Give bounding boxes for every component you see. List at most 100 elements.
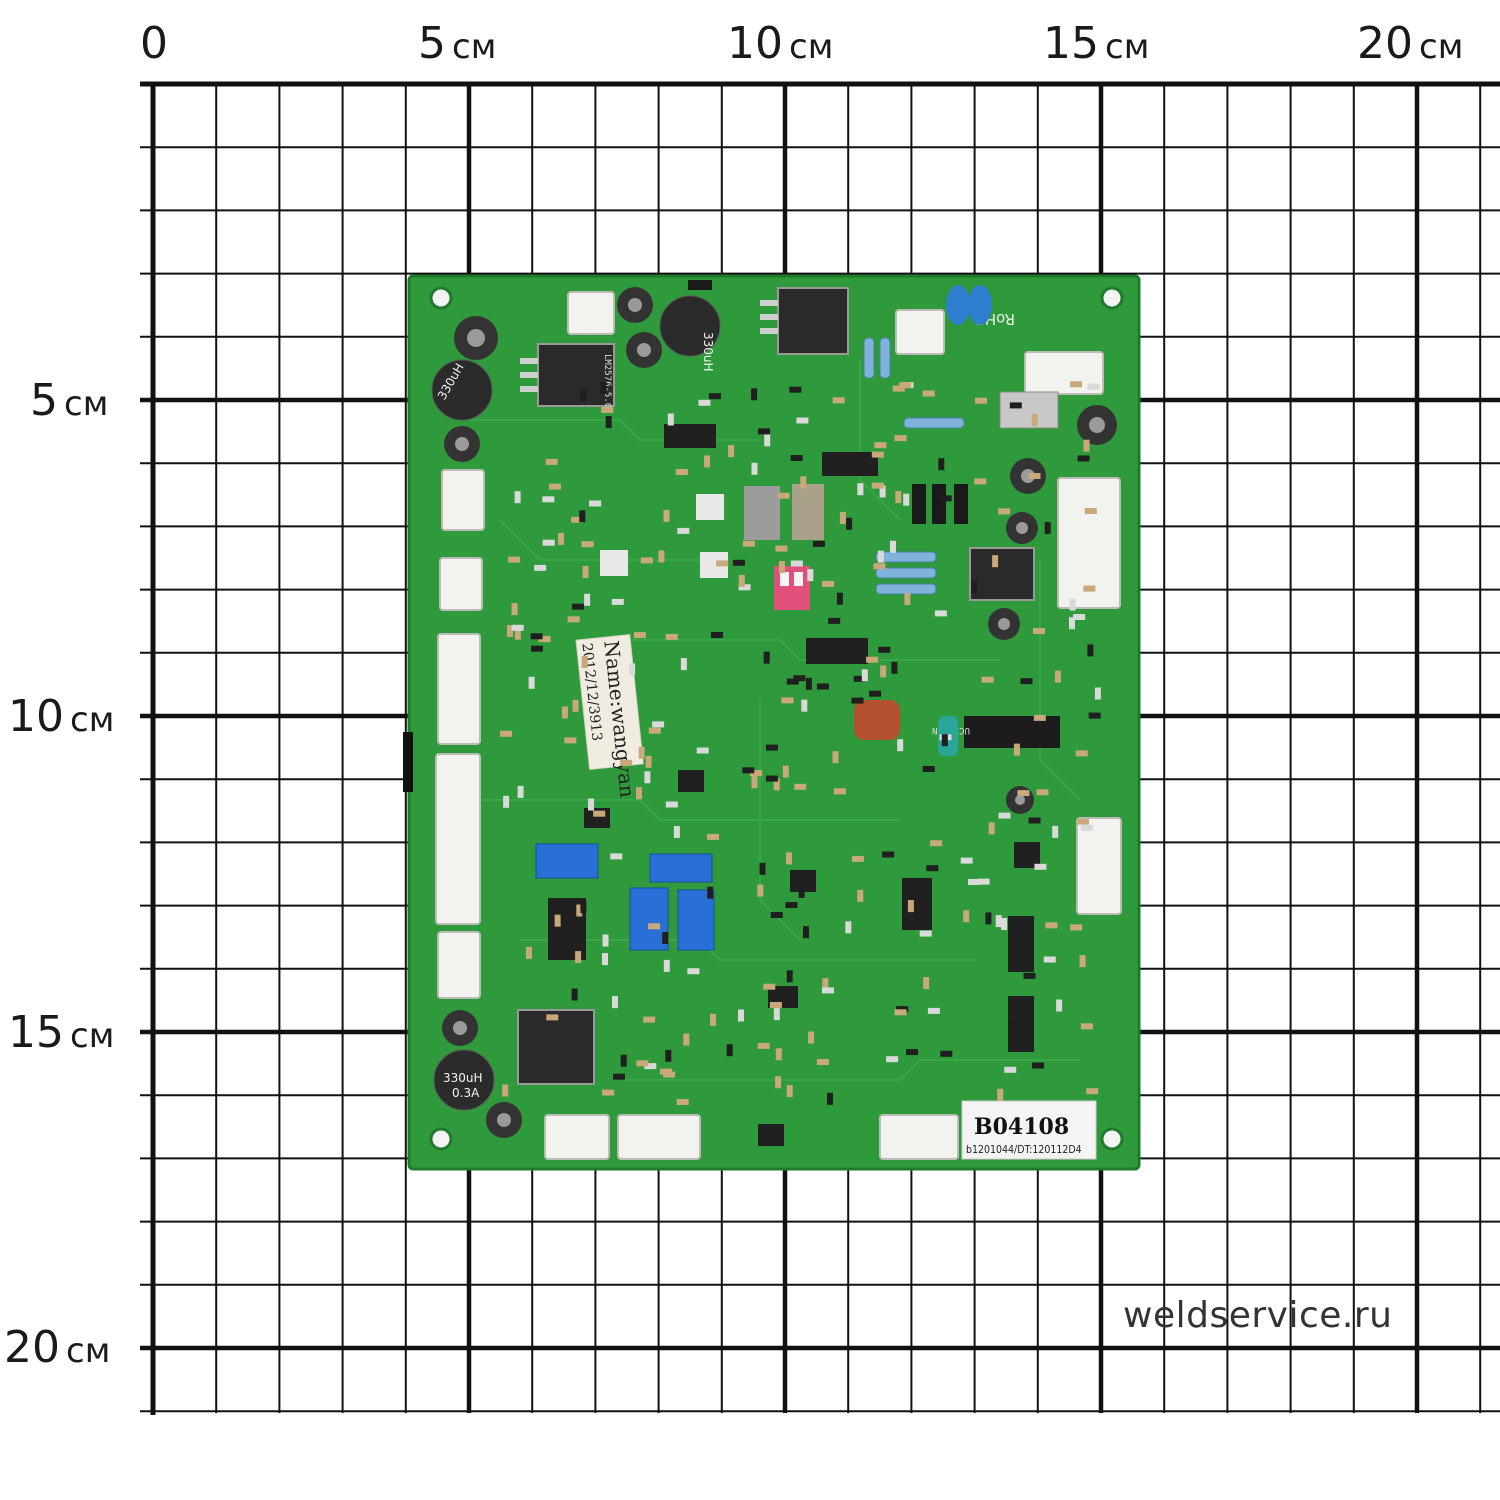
smd-part (751, 462, 758, 475)
dip-switch-lever-1 (780, 572, 789, 586)
watermark: weldservice.ru (1123, 1295, 1392, 1336)
connector-cn7 (567, 291, 615, 335)
smd-part (891, 661, 898, 674)
smd-part (775, 545, 788, 552)
smd-part (1028, 817, 1041, 824)
smd-part (807, 569, 814, 582)
smd-part (726, 1044, 733, 1057)
smd-part (922, 766, 935, 772)
smd-part (584, 593, 591, 606)
smd-part (633, 632, 646, 639)
smd-part (903, 493, 910, 506)
smd-part (763, 651, 770, 664)
smd-part (805, 677, 812, 690)
smd-part (960, 857, 973, 864)
smd-part (890, 540, 896, 553)
smd-part (1073, 614, 1086, 620)
smd-part (886, 1056, 899, 1063)
smd-part (580, 389, 587, 402)
regulator-top-middle (760, 287, 849, 355)
smd-part (1004, 1066, 1017, 1073)
smd-part (1009, 402, 1022, 409)
red-capacitor (854, 700, 900, 740)
smd-part (638, 746, 645, 759)
smd-part (800, 476, 807, 489)
smd-part (1086, 1088, 1099, 1095)
smd-part (907, 900, 914, 913)
smd-part (836, 592, 843, 605)
smd-part (652, 721, 665, 728)
smd-part (793, 675, 806, 682)
mounting-hole-top-left (429, 286, 453, 310)
smd-part (1017, 790, 1030, 797)
smd-part (687, 968, 700, 975)
smd-part (1083, 439, 1090, 452)
connector-cn8 (879, 1114, 959, 1160)
smd-part (612, 996, 618, 1009)
smd-part (816, 683, 829, 690)
smd-part (738, 575, 745, 587)
smd-part (542, 496, 555, 503)
mounting-hole-bottom-left (429, 1127, 453, 1151)
smd-part (640, 557, 653, 564)
smd-part (1079, 955, 1086, 968)
smd-part (572, 699, 579, 712)
smd-part (710, 1013, 716, 1026)
smd-part (507, 625, 513, 637)
smd-part (1013, 743, 1020, 756)
smd-part (707, 833, 719, 840)
smd-part (778, 561, 785, 573)
smd-part (581, 656, 588, 668)
smd-part (738, 584, 751, 591)
smd-part (1010, 1020, 1017, 1032)
smd-part (869, 690, 882, 697)
smd-part (934, 610, 947, 617)
ruler-zero-label: 0 (140, 18, 168, 69)
smd-part (988, 822, 995, 835)
inductor-bottom-text2: 0.3A (452, 1086, 480, 1100)
smd-part (593, 810, 606, 817)
smd-part (511, 624, 524, 631)
smd-part (644, 771, 651, 784)
smd-part (648, 727, 661, 734)
smd-part (786, 678, 799, 685)
smd-part (1009, 920, 1015, 933)
smd-part (922, 390, 935, 397)
smd-part (846, 517, 853, 530)
smd-part (786, 970, 793, 983)
heatsink-right (999, 391, 1059, 429)
mounting-hole-bottom-right (1100, 1127, 1124, 1151)
smd-part (899, 382, 912, 389)
smd-part (896, 1006, 909, 1013)
smd-part (822, 978, 829, 991)
smd-part (1023, 972, 1036, 979)
smd-part (773, 1008, 780, 1021)
smd-part (882, 851, 895, 858)
smd-part (861, 669, 868, 682)
smd-part (878, 646, 891, 653)
smd-part (546, 1014, 559, 1021)
connector-cn9 (1057, 477, 1121, 609)
diodes (688, 280, 968, 524)
resistors (863, 337, 965, 595)
smd-part (851, 855, 864, 862)
connector-cn10 (1024, 351, 1104, 395)
smd-part (998, 812, 1011, 819)
batch-code-text: b1201044/DT:120112D4 (966, 1144, 1082, 1156)
regulator-text: LM2576-5.0 (602, 354, 612, 408)
smd-part (1028, 473, 1041, 479)
inductor-bottom: 330uH 0.3A (433, 1049, 495, 1111)
smd-part (939, 495, 952, 502)
smd-part (930, 840, 943, 847)
smd-part (663, 1071, 676, 1078)
smd-part (773, 778, 780, 791)
smd-part (895, 491, 902, 503)
smd-part (711, 632, 723, 638)
smd-part (581, 541, 594, 548)
smd-part (575, 951, 582, 964)
smd-part (873, 563, 886, 570)
smd-part (1087, 383, 1100, 390)
